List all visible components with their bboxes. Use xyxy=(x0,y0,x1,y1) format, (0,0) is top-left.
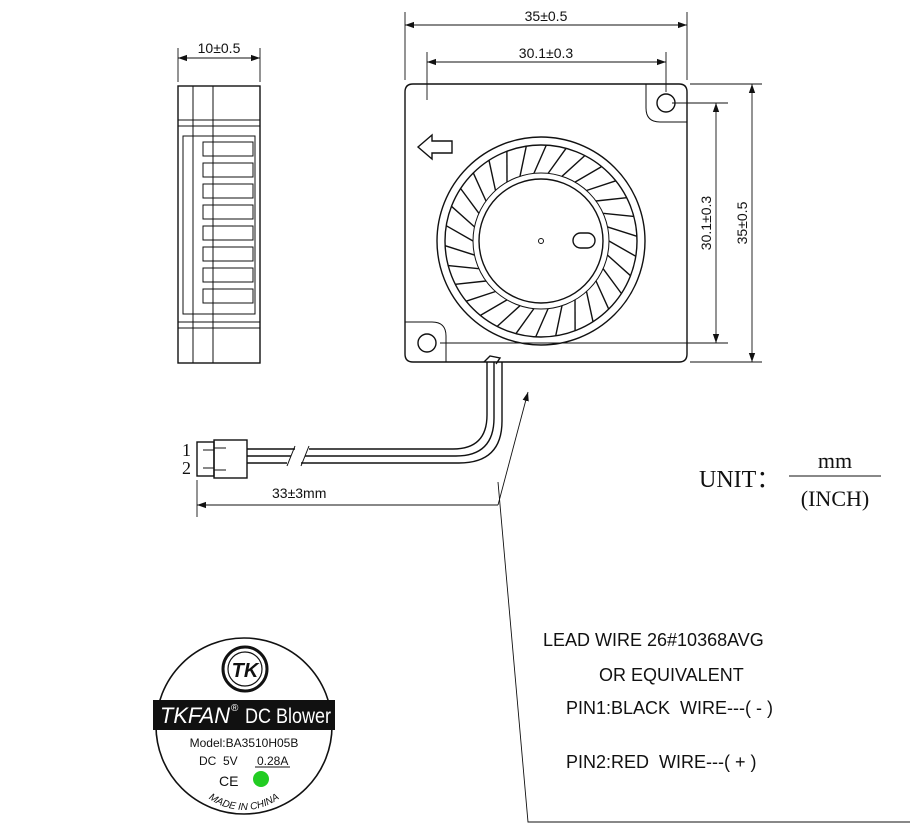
brand-name: TKFAN xyxy=(160,703,230,728)
impeller-blade xyxy=(547,147,567,174)
unit-prefix: UNIT： xyxy=(699,467,780,493)
hole-spacing-vertical-dimension: 30.1±0.3 xyxy=(698,196,714,251)
impeller-blade xyxy=(595,197,627,202)
wire-note: LEAD WIRE 26#10368AVG OR EQUIVALENT PIN1… xyxy=(543,630,773,772)
impeller-blade xyxy=(451,205,475,228)
impeller-blade xyxy=(574,165,602,183)
registered-mark: ® xyxy=(231,703,239,714)
impeller-blade xyxy=(444,245,475,256)
front-width-dimension: 35±0.5 xyxy=(525,8,568,24)
wire-note-line-4: PIN2:RED WIRE---( + ) xyxy=(566,752,757,772)
hub-center xyxy=(538,238,544,244)
impeller-blade xyxy=(555,305,563,337)
impeller-blade xyxy=(585,291,594,322)
unit-block: UNIT： mm (INCH) xyxy=(699,448,881,511)
impeller-blade xyxy=(480,299,508,317)
pin-1-number: 1 xyxy=(182,440,191,460)
wire-note-line-1: LEAD WIRE 26#10368AVG xyxy=(543,630,764,650)
pin-2-number: 2 xyxy=(182,458,191,478)
tk-logo-icon: TK xyxy=(221,645,269,693)
impeller-blade xyxy=(472,172,487,202)
wire-note-line-3: PIN1:BLACK WIRE---( - ) xyxy=(566,698,773,718)
hub-slot xyxy=(572,232,596,249)
front-height-dimension: 35±0.5 xyxy=(734,201,750,244)
current-rating: 0.28A xyxy=(257,754,288,768)
impeller-blade xyxy=(595,280,610,310)
cable-length-dimension: 33±3mm xyxy=(272,485,326,501)
label-band xyxy=(153,700,335,730)
product-name: DC Blower xyxy=(245,705,331,728)
impeller-blade xyxy=(561,155,586,177)
impeller-blade xyxy=(460,188,480,214)
airflow-arrow-icon xyxy=(416,133,453,161)
impeller-blade xyxy=(488,160,497,191)
impeller-blade xyxy=(586,180,617,192)
side-width-dimension: 10±0.5 xyxy=(198,40,241,56)
impeller-blade xyxy=(515,308,535,335)
cable-length-dimension-line: 33±3mm xyxy=(196,391,529,517)
mount-hole-bottom-left xyxy=(417,333,437,353)
impeller xyxy=(436,136,646,346)
impeller-blade xyxy=(607,226,638,237)
cable xyxy=(247,355,503,467)
unit-numerator: mm xyxy=(818,448,852,473)
impeller-blade xyxy=(448,264,479,270)
model-number: Model:BA3510H05B xyxy=(190,736,299,750)
impeller-blade xyxy=(603,212,634,218)
impeller-blade xyxy=(496,305,521,327)
connector: 1 2 xyxy=(182,439,248,479)
front-view: 35±0.5 30.1±0.3 30.1±0.3 35±0.5 xyxy=(404,8,762,363)
side-slots xyxy=(202,141,254,304)
impeller-blade xyxy=(602,268,622,294)
impeller-blade xyxy=(608,240,637,257)
product-label: TK TKFAN ® DC Blower Model:BA3510H05B DC… xyxy=(153,637,335,815)
hole-spacing-horizontal-dimension: 30.1±0.3 xyxy=(519,45,574,61)
side-view: 10±0.5 xyxy=(177,40,261,364)
wire-note-leader xyxy=(497,481,910,823)
impeller-blade xyxy=(607,254,631,277)
unit-denominator: (INCH) xyxy=(801,486,869,511)
impeller-blade xyxy=(465,290,496,302)
ce-mark: CE xyxy=(219,773,238,789)
impeller-blade xyxy=(519,145,527,177)
wire-note-line-2: OR EQUIVALENT xyxy=(599,665,744,685)
impeller-blade xyxy=(445,225,474,242)
impeller-blade xyxy=(533,144,547,174)
svg-text:TK: TK xyxy=(232,660,260,682)
impeller-blade xyxy=(455,280,487,285)
impeller-blade xyxy=(535,308,549,338)
impeller-blades xyxy=(444,144,638,338)
rohs-dot-icon xyxy=(253,771,269,787)
voltage-rating: DC 5V xyxy=(199,754,238,768)
